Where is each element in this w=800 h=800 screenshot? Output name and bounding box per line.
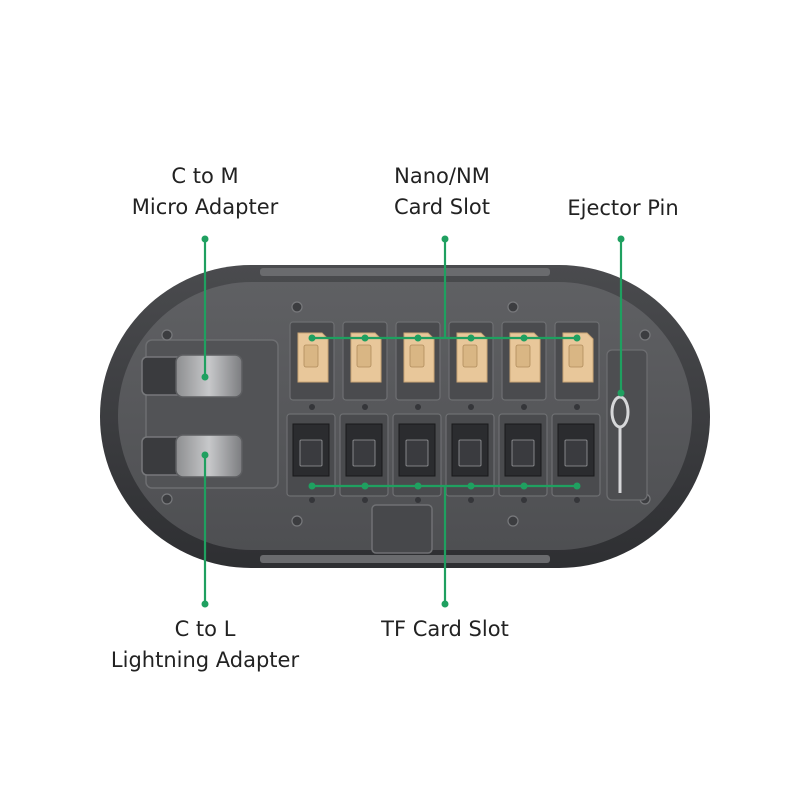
tf-card-slot [445,413,495,503]
callout-dot [414,482,422,490]
callout-label-lightning-adapter: C to L Lightning Adapter [95,614,315,676]
nano-sim-slot [342,321,388,410]
label-line: Ejector Pin [567,196,679,220]
callout-dot [467,334,475,342]
tf-card-slot [551,413,601,503]
label-line: C to L [174,617,236,641]
tf-card-slot [339,413,389,503]
nano-sim-slot [554,321,600,410]
callout-dot [520,334,528,342]
tf-card-slot [392,413,442,503]
hinge-notch-bottom [260,555,550,563]
label-line: C to M [171,164,239,188]
label-line: Micro Adapter [131,195,279,219]
callout-dot [573,482,581,490]
callout-dot [361,482,369,490]
label-line: TF Card Slot [381,617,509,641]
nano-sim-slot [289,321,335,410]
callout-label-nano-card-slot: Nano/NM Card Slot [342,161,542,223]
callout-label-ejector-pin: Ejector Pin [533,193,713,224]
tf-card-slot [286,413,336,503]
label-line: Nano/NM [394,164,490,188]
callout-dot [520,482,528,490]
callout-dot [308,334,316,342]
callout-dot [414,334,422,342]
label-line: Lightning Adapter [110,648,300,672]
hinge-notch-top [260,268,550,276]
tf-card-slot-row [286,413,601,503]
callout-dot [573,334,581,342]
nano-sim-slot [448,321,494,410]
slot-callout-dots [308,334,581,490]
ejector-pin [606,349,648,501]
label-line: Card Slot [393,195,491,219]
callout-dot [467,482,475,490]
tf-card-slot [498,413,548,503]
micro-adapter [141,354,243,398]
latch [371,504,433,554]
nano-sim-slot [501,321,547,410]
nano-sim-slot-row [289,321,600,410]
callout-label-micro-adapter: C to M Micro Adapter [105,161,305,223]
screws [161,301,651,527]
callouts [201,235,625,608]
callout-label-tf-card-slot: TF Card Slot [345,614,545,645]
callout-dot [361,334,369,342]
callout-dot [308,482,316,490]
nano-sim-slot [395,321,441,410]
lightning-adapter [141,434,243,478]
